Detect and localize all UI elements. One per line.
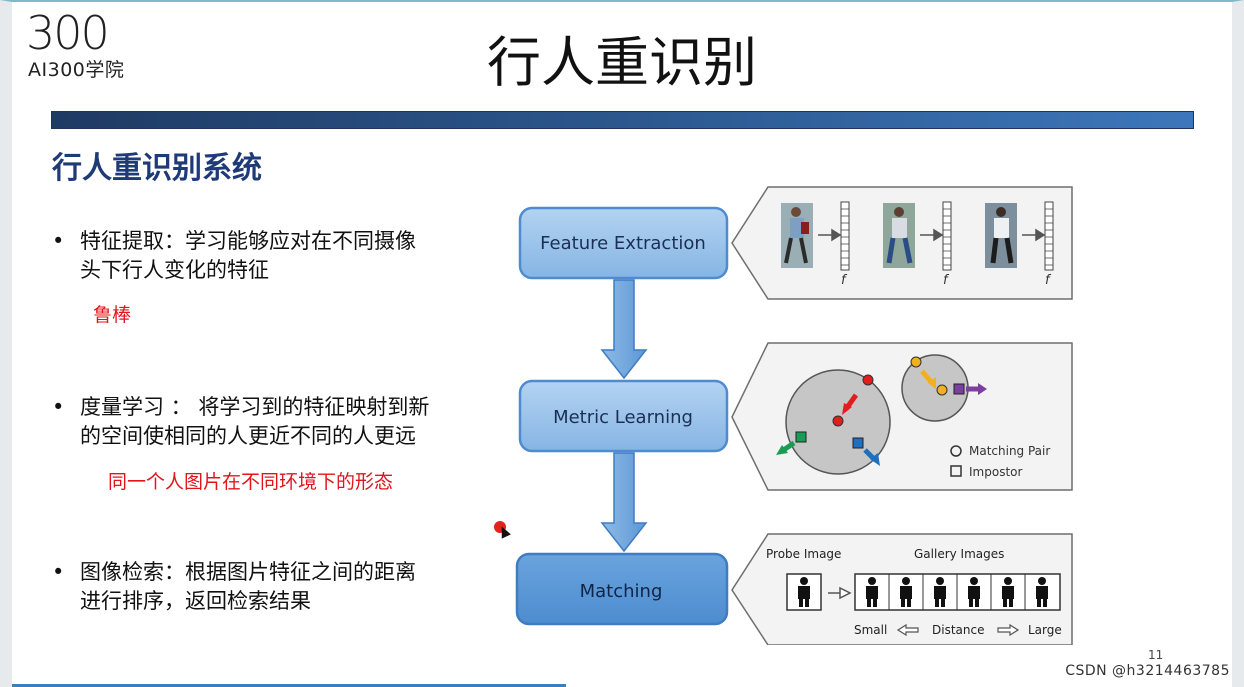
laser-pointer-dot — [494, 521, 506, 533]
watermark: CSDN @h3214463785 — [1065, 663, 1230, 679]
bullet-note-robust: 鲁棒 — [93, 304, 132, 326]
probe-image-label: Probe Image — [766, 547, 841, 561]
logo: 300 AI300学院 — [26, 10, 166, 82]
small-label: Small — [854, 623, 887, 637]
bullet-dot: • — [52, 229, 65, 253]
feature-extraction-panel: f f f — [731, 186, 1073, 300]
bullet-text-line: 的空间使相同的人更近不同的人更远 — [80, 424, 416, 448]
stage-box-matching: Matching — [515, 552, 729, 626]
bullet-text-line: 图像检索：根据图片特征之间的距离 — [80, 560, 416, 584]
matching-panel: Probe Image Gallery Images — [731, 533, 1073, 645]
gallery-images-label: Gallery Images — [914, 547, 1004, 561]
bullet-text-line: 度量学习 ： 将学习到的特征映射到新 — [80, 395, 430, 419]
logo-number: 300 — [26, 6, 110, 60]
gallery-person-icon — [934, 577, 946, 607]
distance-label: Distance — [932, 623, 984, 637]
pedestrian-image — [883, 203, 915, 268]
reid-pipeline-diagram: f f f Matching Pair Impostor Probe Image — [515, 186, 1073, 645]
bullet-text-line: 头下行人变化的特征 — [80, 258, 269, 282]
stage-label: Feature Extraction — [540, 233, 706, 254]
page-number: 11 — [1148, 648, 1164, 662]
bullet-text-line: 进行排序，返回检索结果 — [80, 589, 311, 613]
large-label: Large — [1028, 623, 1062, 637]
stage-box-metric-learning: Metric Learning — [518, 379, 729, 453]
legend-impostor: Impostor — [969, 465, 1022, 479]
pedestrian-image — [781, 203, 813, 268]
flow-arrow-icon — [600, 279, 648, 380]
gallery-person-icon — [866, 577, 878, 607]
bullet-dot: • — [52, 395, 65, 419]
feature-vector-label: f — [943, 273, 950, 288]
feature-vector-label: f — [841, 273, 848, 288]
gallery-person-icon — [900, 577, 912, 607]
metric-learning-panel: Matching Pair Impostor — [731, 342, 1073, 491]
probe-person-icon — [786, 573, 822, 611]
gallery-person-icon — [1036, 577, 1048, 607]
title-divider-bar — [51, 111, 1194, 129]
page-title: 行人重识别 — [487, 31, 757, 94]
gallery-person-icon — [968, 577, 980, 607]
progress-line — [12, 684, 566, 687]
feature-vector-label: f — [1045, 273, 1052, 288]
pedestrian-image — [985, 203, 1017, 268]
legend-matching-pair: Matching Pair — [969, 444, 1050, 458]
bullet-dot: • — [52, 560, 65, 584]
stage-label: Metric Learning — [553, 407, 693, 428]
bullet-text-line: 特征提取：学习能够应对在不同摄像 — [80, 229, 416, 253]
gallery-person-icon — [1002, 577, 1014, 607]
stage-box-feature-extraction: Feature Extraction — [518, 206, 729, 280]
flow-arrow-icon — [600, 452, 648, 553]
section-title: 行人重识别系统 — [52, 151, 262, 186]
bullet-note-same-person: 同一个人图片在不同环境下的形态 — [108, 471, 394, 493]
logo-text: AI300学院 — [28, 59, 125, 81]
stage-label: Matching — [580, 581, 663, 602]
